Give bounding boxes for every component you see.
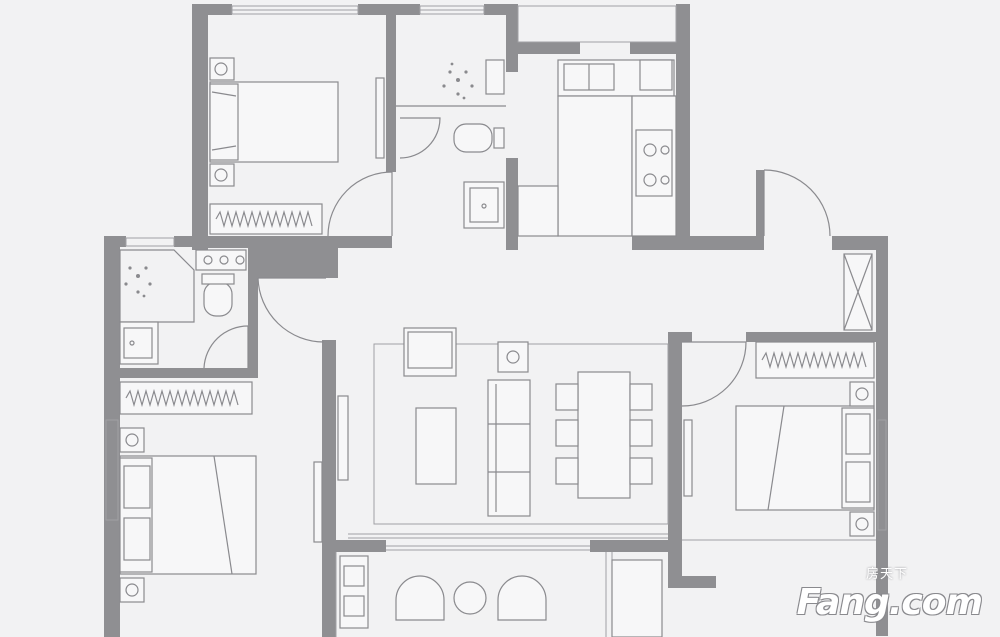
bathroom-top [396, 59, 506, 229]
balcony [339, 555, 663, 637]
watermark-chinese: 房天下 [865, 567, 908, 582]
bedroom-right [682, 253, 876, 541]
watermark-brand: Fang.com [796, 582, 983, 623]
living-dining [337, 327, 669, 539]
kitchen [517, 59, 677, 237]
watermark: 房天下 Fang.com [797, 563, 983, 623]
bedroom-top-left [209, 57, 385, 235]
bedroom-left [119, 381, 323, 603]
bathroom-left [119, 249, 247, 365]
doors [203, 117, 831, 407]
walls [104, 4, 888, 637]
windows [105, 5, 887, 637]
